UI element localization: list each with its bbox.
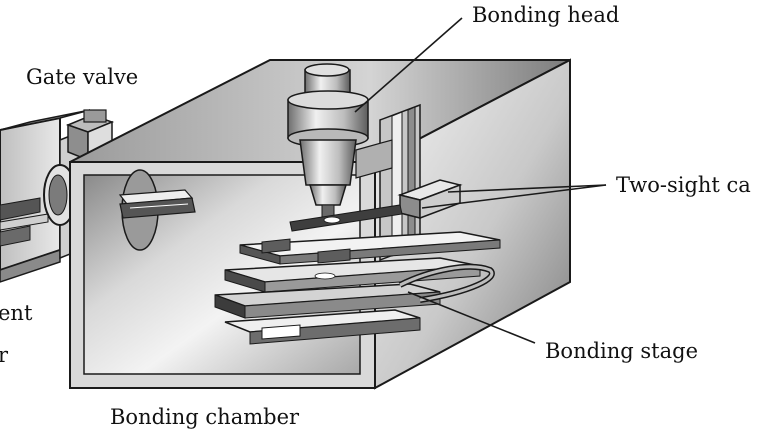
bonding-head (287, 63, 421, 262)
label-adjacent-chamber-line2: r (0, 343, 9, 367)
label-bonding-head: Bonding head (472, 3, 619, 27)
bonding-stage (214, 231, 501, 345)
leader-two-sight-camera (421, 184, 607, 209)
label-adjacent-chamber-line1: ent (0, 301, 33, 325)
leader-bonding-stage (407, 291, 536, 344)
label-bonding-stage: Bonding stage (545, 339, 698, 363)
leader-lines (354, 17, 607, 344)
label-two-sight-camera: Two-sight ca (616, 173, 751, 197)
label-bonding-chamber: Bonding chamber (110, 405, 300, 429)
leader-bonding-head (354, 17, 463, 113)
leader-two-sight-camera-2 (447, 184, 607, 193)
label-gate-valve: Gate valve (26, 65, 138, 89)
two-sight-camera (289, 179, 463, 232)
